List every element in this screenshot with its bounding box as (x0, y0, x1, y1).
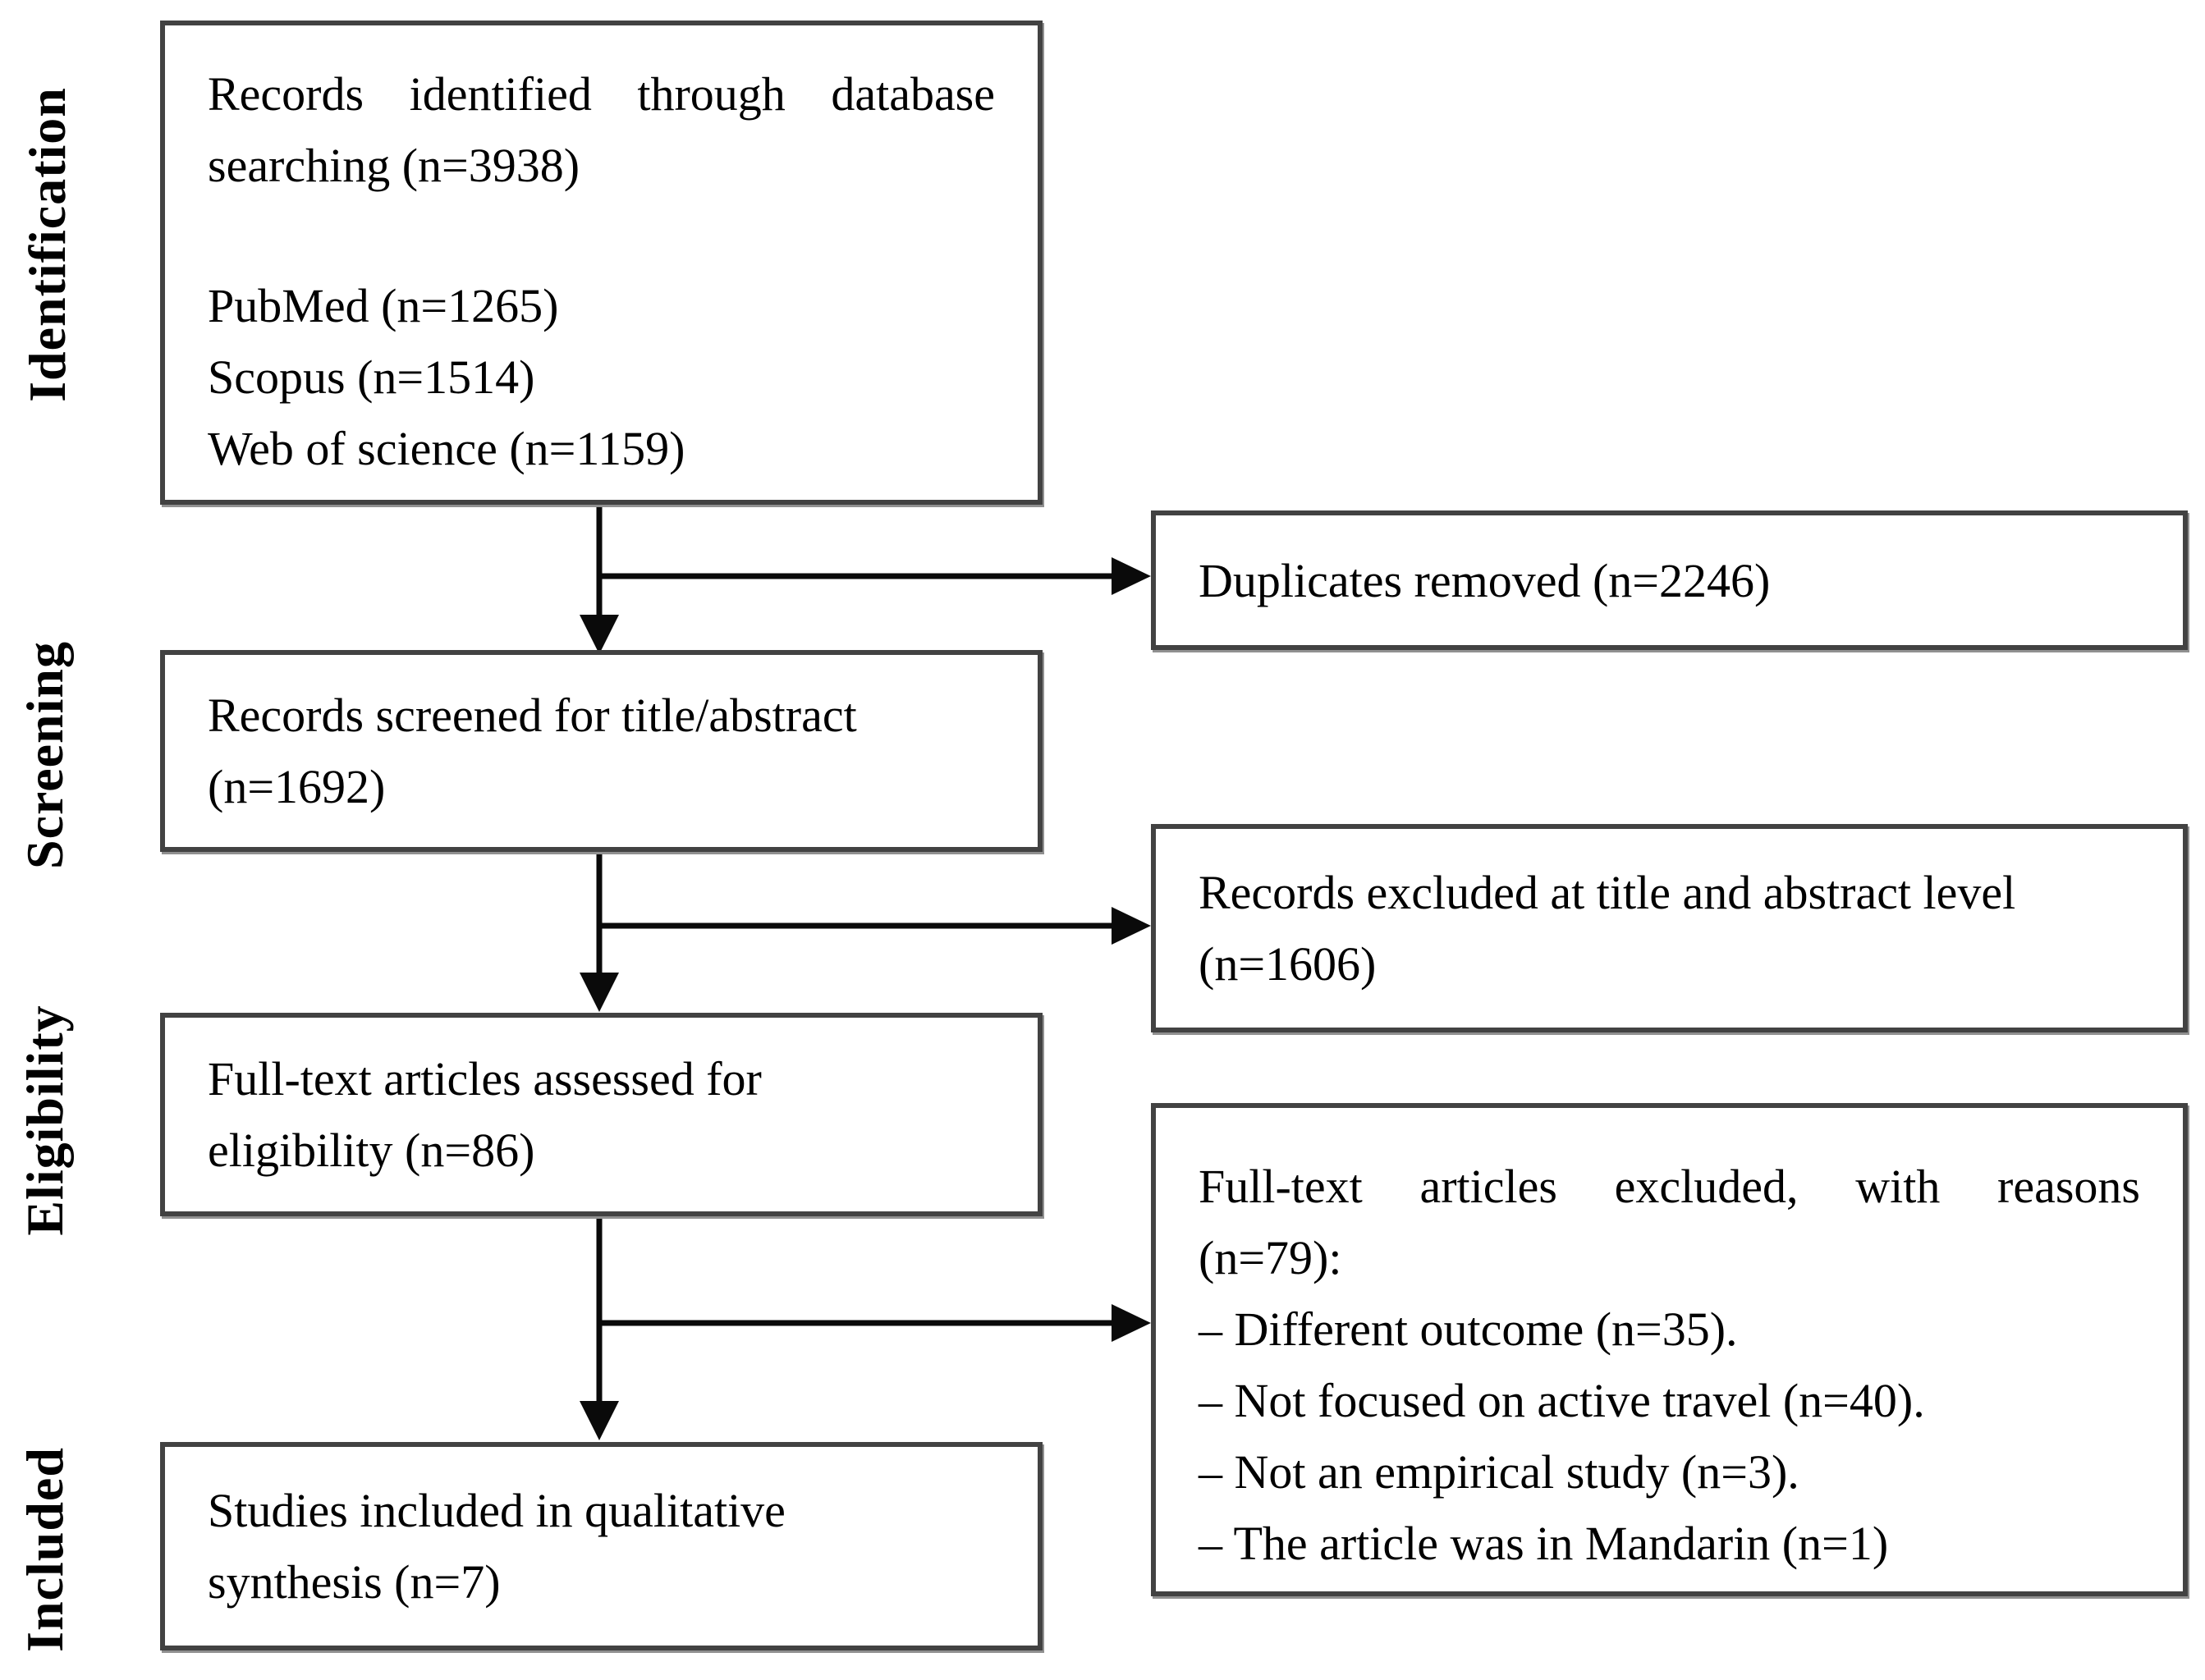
duplicates-removed-text: Duplicates removed (n=2246) (1199, 553, 1771, 607)
arrow-to-duplicates-removed (599, 557, 1151, 595)
fulltext-assessed-line2: eligibility (n=86) (208, 1124, 535, 1177)
exclusion-reason: – The article was in Mandarin (n=1) (1199, 1517, 1889, 1570)
arrow-to-excluded-title-abstract (599, 907, 1151, 945)
arrow-identified-to-screened (580, 503, 619, 654)
exclusion-reason: – Different outcome (n=35). (1199, 1302, 1738, 1356)
fulltext-excluded-line2: (n=79): (1199, 1231, 1342, 1284)
box-records-screened: Records screened for title/abstract (n=1… (160, 650, 1043, 852)
box-fulltext-excluded: Full-text articles excluded, with reason… (1151, 1103, 2188, 1596)
box-fulltext-assessed: Full-text articles assessed for eligibil… (160, 1013, 1043, 1216)
box-included-studies: Studies included in qualitative synthesi… (160, 1442, 1043, 1650)
records-screened-line1: Records screened for title/abstract (208, 689, 857, 742)
fulltext-assessed-line1: Full-text articles assessed for (208, 1052, 762, 1106)
source-web-of-science: Web of science (n=1159) (208, 422, 685, 475)
exclusion-reason: – Not an empirical study (n=3). (1199, 1445, 1799, 1499)
arrow-to-fulltext-excluded (599, 1304, 1151, 1342)
box-excluded-title-abstract: Records excluded at title and abstract l… (1151, 824, 2188, 1032)
excluded-title-abstract-line2: (n=1606) (1199, 937, 1377, 991)
box-duplicates-removed: Duplicates removed (n=2246) (1151, 510, 2188, 650)
stage-label-screening: Screening (16, 640, 74, 870)
fulltext-excluded-line1: Full-text articles excluded, with reason… (1199, 1160, 2140, 1213)
arrow-screened-to-fulltext-assessed (580, 854, 619, 1012)
included-studies-line1: Studies included in qualitative (208, 1484, 786, 1537)
source-scopus: Scopus (n=1514) (208, 350, 535, 404)
database-source-list: PubMed (n=1265) Scopus (n=1514) Web of s… (208, 270, 995, 484)
stage-label-eligibility: Eligibility (16, 1005, 74, 1236)
box-records-identified: Records identified through database sear… (160, 21, 1043, 505)
records-identified-line2: searching (n=3938) (208, 139, 580, 192)
records-screened-line2: (n=1692) (208, 760, 386, 813)
exclusion-reason: – Not focused on active travel (n=40). (1199, 1374, 1925, 1427)
exclusion-reason-list: – Different outcome (n=35). – Not focuse… (1199, 1293, 2140, 1579)
excluded-title-abstract-line1: Records excluded at title and abstract l… (1199, 866, 2016, 919)
stage-label-identification: Identification (18, 87, 76, 402)
records-identified-line1: Records identified through database (208, 67, 995, 121)
source-pubmed: PubMed (n=1265) (208, 279, 559, 332)
arrow-fulltext-assessed-to-included (580, 1218, 619, 1440)
included-studies-line2: synthesis (n=7) (208, 1555, 501, 1609)
stage-label-included: Included (16, 1447, 74, 1652)
